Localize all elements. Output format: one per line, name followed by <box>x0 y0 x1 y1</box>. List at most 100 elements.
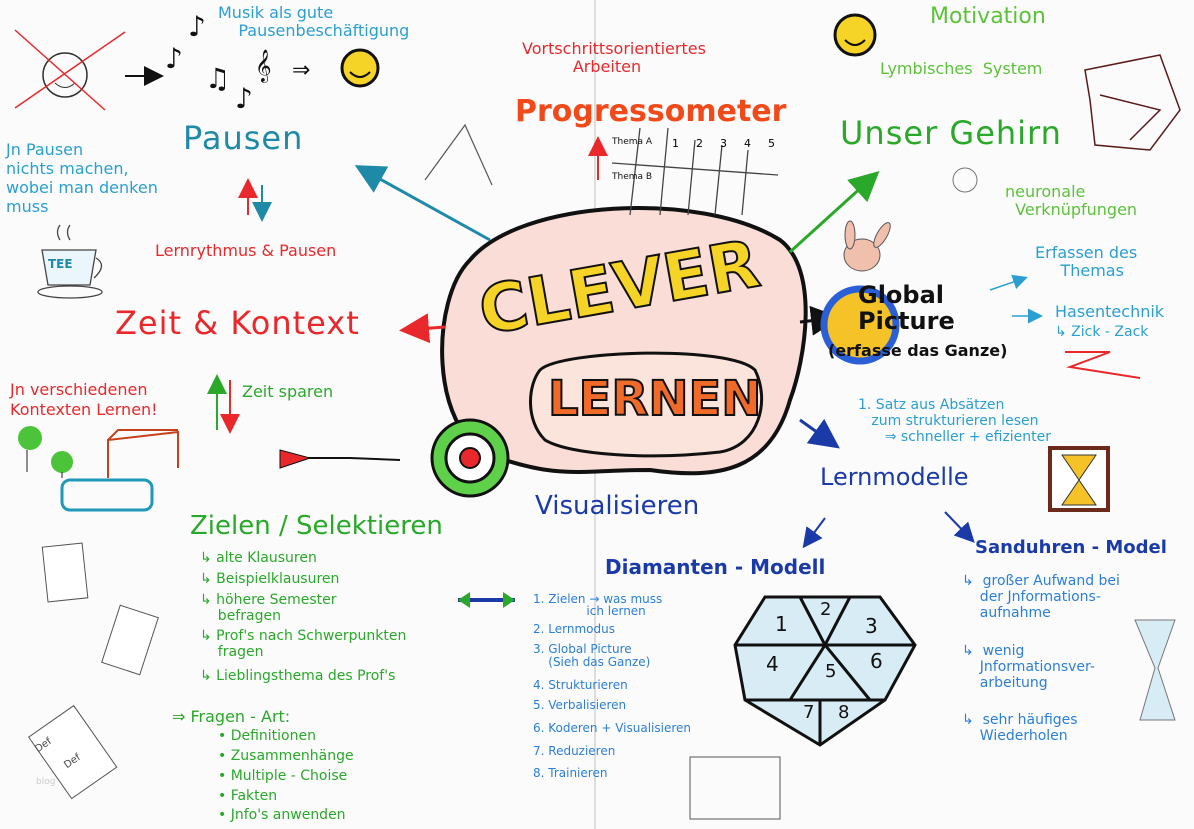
hasentechnik-text: Hasentechnik <box>1055 302 1165 321</box>
visual-step: 7. Reduzieren <box>533 744 616 758</box>
zeit-sparen-text: Zeit sparen <box>242 382 334 401</box>
smiley-icon <box>340 48 380 88</box>
global-picture-title: Global Picture <box>858 281 955 335</box>
exam-doc-icon <box>41 542 89 603</box>
svg-text:♪: ♪ <box>188 10 206 43</box>
hourglass-item: ↳ sehr häufiges Wiederholen <box>962 712 1078 745</box>
fragen-bullet: • Jnfo's anwenden <box>218 807 346 823</box>
arrow-to-gehirn <box>788 170 880 254</box>
mindmap-sketch-icon <box>689 756 781 820</box>
dart-icon <box>279 449 401 469</box>
arrow-to-pausen <box>354 165 491 242</box>
visual-step: 5. Verbalisieren <box>533 698 627 712</box>
diamond-cell: 7 <box>803 702 815 723</box>
diamond-cell: 1 <box>775 612 788 636</box>
tea-cup-icon <box>37 224 103 299</box>
music-note-text: Musik als gute Pausenbeschäftigung <box>218 3 410 41</box>
visual-step: 1. Zielen → was muss ich lernen <box>533 592 663 618</box>
col: 1 <box>672 137 679 150</box>
small-brain-icon <box>952 167 978 193</box>
svg-text:♪: ♪ <box>165 42 183 75</box>
visualisieren-title: Visualisieren <box>535 491 700 521</box>
diamond-title: Diamanten - Modell <box>605 555 826 579</box>
diamond-cell: 4 <box>766 652 779 676</box>
progress-pre-text: Vortschrittsorientiertes Arbeiten <box>522 39 706 77</box>
progress-columns: 1 2 3 4 5 <box>672 137 775 150</box>
fragen-bullet: • Definitionen <box>218 728 316 744</box>
global-picture-sub: (erfasse das Ganze) <box>828 341 1008 360</box>
hourglass-title: Sanduhren - Model <box>975 537 1167 558</box>
neurons-icon <box>1084 54 1181 151</box>
stressed-face-icon <box>14 29 126 111</box>
svg-text:♪: ♪ <box>235 82 253 115</box>
lernmodelle-title: Lernmodelle <box>820 463 969 491</box>
zigzag-icon <box>1065 351 1141 379</box>
visual-step: 4. Strukturieren <box>533 678 628 692</box>
arrow-to-lernmodelle <box>799 418 840 449</box>
diamond-cell: 2 <box>820 599 832 620</box>
fragen-art-text: ⇒ Fragen - Art: <box>172 707 291 726</box>
trees-icon <box>18 426 73 478</box>
col: 5 <box>768 137 775 150</box>
diamond-cell: 3 <box>865 614 878 638</box>
diamond-cell: 6 <box>870 649 883 673</box>
progress-row-b: Thema B <box>612 172 653 182</box>
lernrhythmus-text: Lernrythmus & Pausen <box>155 241 337 260</box>
visual-step: 8. Trainieren <box>533 766 608 780</box>
arrow-to-diamond <box>802 517 826 549</box>
definition-doc-icon <box>27 704 118 800</box>
visual-step: 3. Global Picture (Sieh das Ganze) <box>533 642 651 669</box>
hourglass-item: ↳ großer Aufwand bei der Jnformations- a… <box>962 573 1120 622</box>
rabbit-icon <box>843 220 891 272</box>
pausen-title: Pausen <box>183 119 304 157</box>
limbic-text: Lymbisches System <box>880 59 1043 78</box>
pausen-note: Jn Pausen nichts machen, wobei man denke… <box>6 140 158 216</box>
double-arrow-heads <box>458 592 515 608</box>
diamond-cell: 5 <box>825 661 837 682</box>
tea-label: TEE <box>48 257 73 271</box>
globe-icon <box>820 285 900 365</box>
desk-icon <box>107 429 179 478</box>
col: 2 <box>696 137 703 150</box>
fragen-bullet: • Fakten <box>218 788 278 804</box>
svg-text:♫: ♫ <box>205 62 230 95</box>
zielen-item: ↳ Prof's nach Schwerpunkten fragen <box>200 628 407 661</box>
col: 4 <box>744 137 751 150</box>
mountain-icon <box>424 123 493 186</box>
progress-row-a: Thema A <box>612 137 653 147</box>
col: 3 <box>720 137 727 150</box>
arrow-to-hourglass <box>944 511 975 543</box>
zielen-item: ↳ alte Klausuren <box>200 550 317 566</box>
hourglass-icon <box>1048 446 1110 512</box>
arrow-to-zeit <box>399 313 446 344</box>
gehirn-title: Unser Gehirn <box>840 114 1062 152</box>
zielen-title: Zielen / Selektieren <box>190 511 443 541</box>
progress-table <box>611 127 779 216</box>
neural-text: neuronale Verknüpfungen <box>1005 182 1138 220</box>
smiley-icon-top <box>833 13 877 57</box>
reading-text: 1. Satz aus Absätzen zum strukturieren l… <box>858 397 1052 446</box>
zeit-kontext-title: Zeit & Kontext <box>115 304 360 342</box>
fragen-bullet: • Multiple - Choise <box>218 768 348 784</box>
progressometer-title: Progressometer <box>515 94 787 129</box>
lernen-title: LERNEN <box>547 370 762 427</box>
diamond-cell: 8 <box>838 702 850 723</box>
svg-text:𝄞: 𝄞 <box>255 49 272 83</box>
sofa-icon <box>60 478 154 512</box>
watermark: blog <box>36 777 56 787</box>
fragen-bullet: • Zusammenhänge <box>218 748 354 764</box>
zielen-item: ↳ Beispielklausuren <box>200 571 340 587</box>
visual-step: 6. Koderen + Visualisieren <box>533 721 692 735</box>
target-icon <box>430 418 510 498</box>
implies-arrow: ⇒ <box>292 58 311 83</box>
diamond-model <box>733 595 917 747</box>
contexts-text: Jn verschiedenen Kontexten Lernen! <box>10 380 158 419</box>
zielen-item: ↳ höhere Semester befragen <box>200 592 337 625</box>
erfassen-text: Erfassen des Themas <box>1035 243 1138 281</box>
zickzack-text: ↳ Zick - Zack <box>1055 324 1149 340</box>
checklist-doc-icon <box>101 604 159 676</box>
hourglass-outline-icon <box>1134 619 1176 721</box>
zielen-item: ↳ Lieblingsthema des Prof's <box>200 668 396 684</box>
music-notes-icon: ♪♫𝄞♪♪ <box>165 10 272 115</box>
